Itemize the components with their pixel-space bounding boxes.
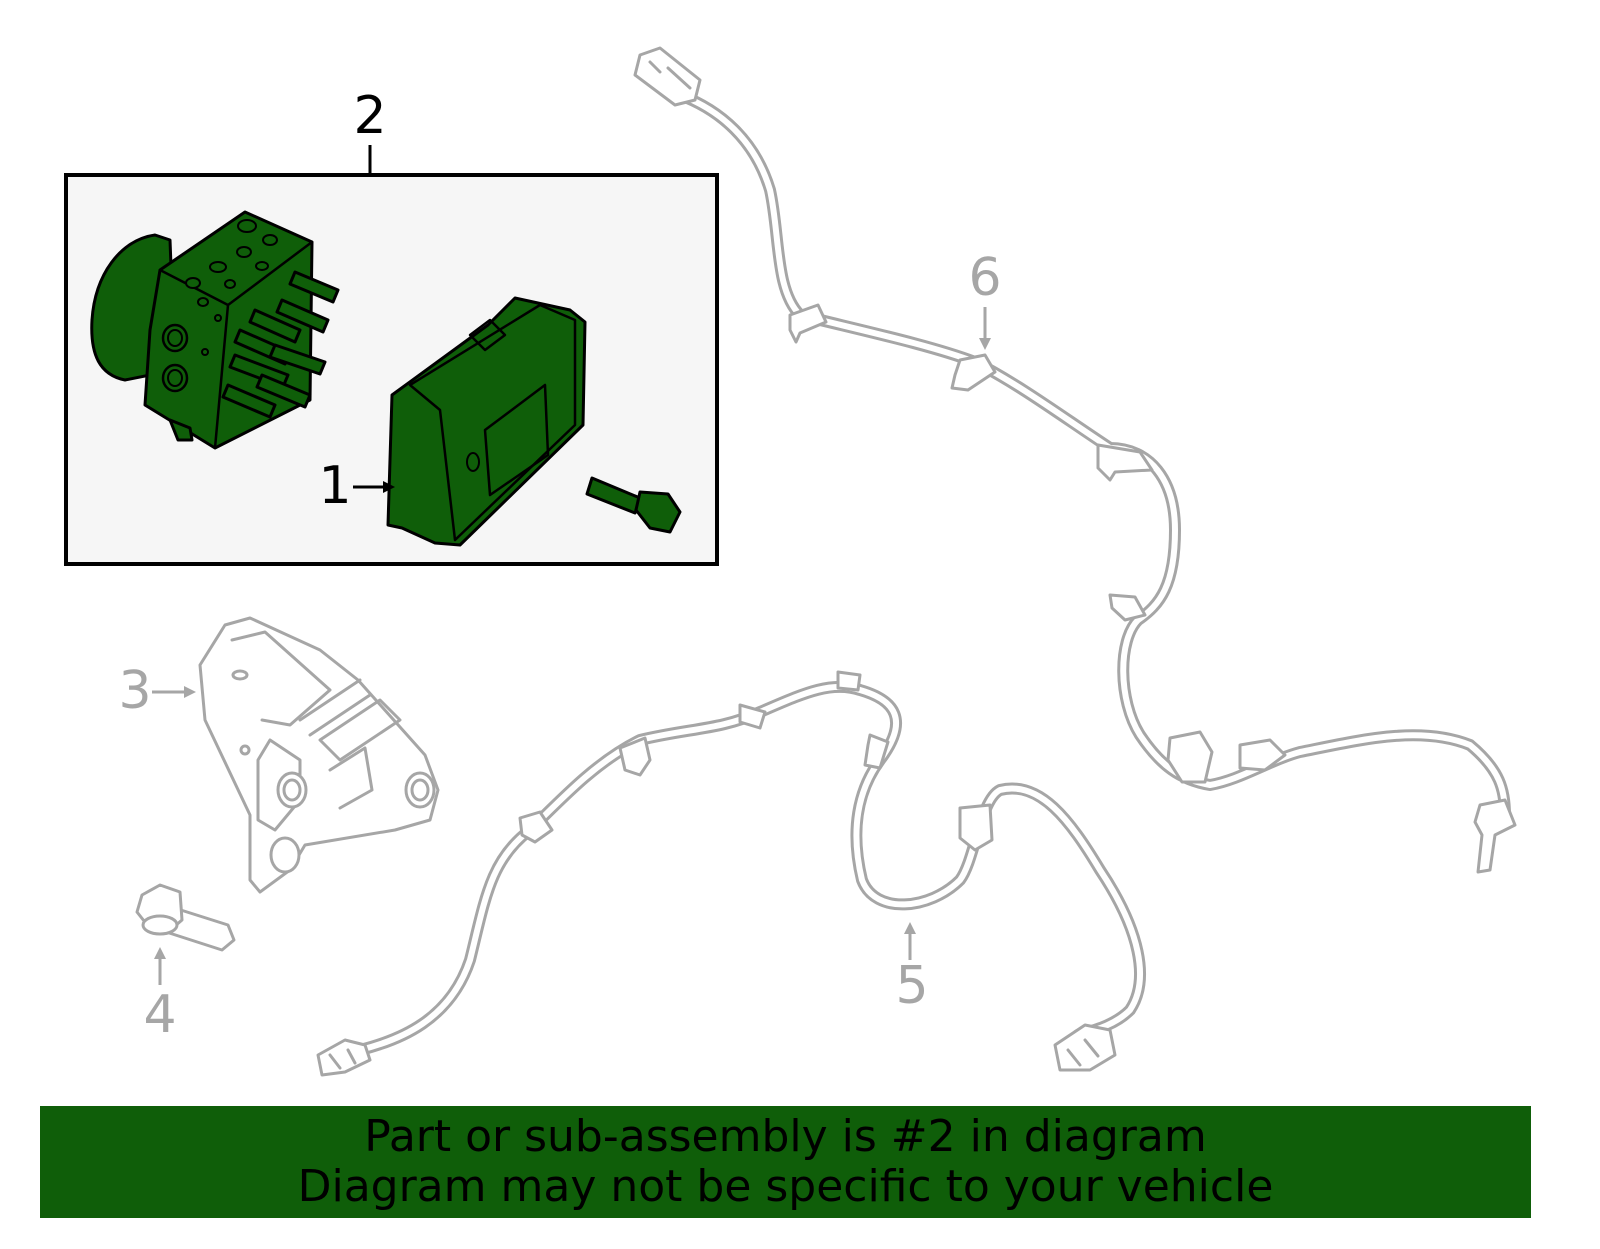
- harness-6-connector-mid: [1166, 730, 1214, 784]
- bracket-slot: [230, 630, 332, 727]
- bolt-part-4[interactable]: [135, 883, 236, 952]
- notice-banner: Part or sub-assembly is #2 in diagram Di…: [40, 1106, 1531, 1218]
- bracket-flange: [256, 738, 302, 832]
- callout-2[interactable]: 2: [353, 86, 387, 174]
- wheel-speed-harness-part-5[interactable]: [316, 670, 1146, 1077]
- callout-3[interactable]: 3: [118, 661, 196, 721]
- harness-6-clip-3: [1096, 443, 1154, 482]
- bracket-part-3[interactable]: [198, 616, 440, 894]
- bracket-ribs: [318, 698, 402, 810]
- wheel-speed-harness-part-6[interactable]: [633, 46, 1517, 874]
- abs-control-module[interactable]: [386, 296, 587, 547]
- abs-hydraulic-unit[interactable]: [90, 210, 340, 450]
- module-bolt-head: [634, 490, 682, 534]
- callout-2-label: 2: [353, 86, 386, 146]
- harness-5-wire: [357, 683, 1143, 1053]
- harness-6-clip-1: [788, 303, 828, 344]
- callout-4[interactable]: 4: [143, 947, 177, 1045]
- harness-6-connector-mid-2: [1238, 738, 1287, 772]
- bracket-hole-small: [231, 669, 249, 681]
- callout-5-arrowhead: [904, 922, 916, 934]
- callout-4-arrowhead: [154, 947, 166, 959]
- valve-block-edges: [158, 240, 314, 450]
- harness-5-clip-6: [958, 803, 994, 852]
- harness-5-left-connector: [316, 1038, 372, 1077]
- banner-line-1: Part or sub-assembly is #2 in diagram: [364, 1111, 1207, 1162]
- mount-foot: [168, 418, 194, 442]
- callout-3-arrowhead: [184, 686, 196, 698]
- harness-5-clip-2: [618, 736, 652, 777]
- callout-5-label: 5: [895, 956, 928, 1016]
- bracket-bushing-bottom: [269, 836, 301, 874]
- control-module-connector: [468, 318, 507, 352]
- brake-line-fittings: [221, 270, 340, 419]
- callout-1[interactable]: 1: [318, 456, 395, 516]
- harness-5-clip-1: [518, 810, 554, 844]
- module-bolt[interactable]: [585, 476, 682, 534]
- harness-6-wire-outline: [674, 89, 1511, 821]
- callout-3-label: 3: [118, 661, 151, 721]
- bracket-body: [198, 616, 440, 894]
- harness-5-right-sensor: [1053, 1023, 1117, 1072]
- module-bolt-shank: [585, 476, 642, 515]
- harness-6-top-connector: [633, 46, 702, 107]
- harness-5-clip-4: [836, 670, 862, 692]
- harness-5-clip-3: [738, 703, 767, 730]
- callout-6-label: 6: [968, 248, 1001, 308]
- valve-block-ports: [161, 219, 278, 393]
- harness-5-wire-outline: [354, 680, 1146, 1056]
- control-module-edges: [408, 303, 577, 542]
- control-module-panel: [483, 383, 550, 497]
- harness-6-wire: [677, 92, 1508, 818]
- harness-6-clip-2: [950, 353, 997, 392]
- callout-6[interactable]: 6: [968, 248, 1002, 350]
- bolt-4-flange: [141, 914, 179, 936]
- control-module-boss: [466, 452, 480, 472]
- harness-5-clip-5: [863, 733, 890, 770]
- harness-6-sensor-end: [1473, 798, 1517, 874]
- callout-6-arrowhead: [979, 338, 991, 350]
- harness-6-clip-4: [1108, 593, 1147, 622]
- control-module-body: [386, 296, 587, 547]
- callout-1-label: 1: [318, 456, 351, 516]
- banner-line-2: Diagram may not be specific to your vehi…: [297, 1161, 1274, 1212]
- callout-5[interactable]: 5: [895, 922, 929, 1016]
- callout-4-label: 4: [143, 985, 176, 1045]
- callout-1-arrowhead: [383, 481, 395, 493]
